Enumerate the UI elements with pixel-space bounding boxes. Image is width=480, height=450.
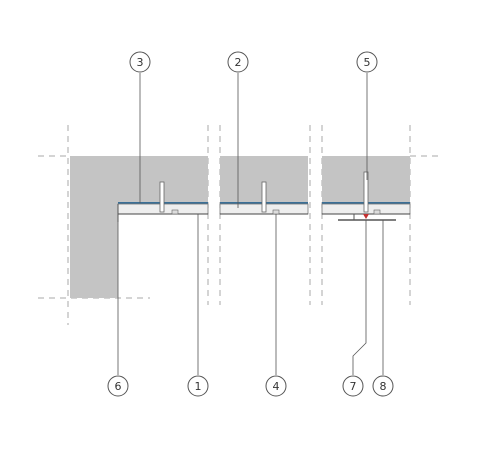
anchor-left: [159, 181, 165, 213]
break-lines: [38, 125, 438, 325]
callout-3: 3: [129, 51, 151, 73]
svg-text:2: 2: [235, 56, 242, 69]
callout-1: 1: [187, 375, 209, 397]
concrete-slab: [70, 156, 410, 298]
anchor-right: [363, 171, 369, 213]
callout-2: 2: [227, 51, 249, 73]
svg-text:5: 5: [364, 56, 371, 69]
callout-6: 6: [107, 375, 129, 397]
svg-text:7: 7: [350, 380, 357, 393]
edge-details: [117, 204, 396, 222]
slab-segment-left: [70, 156, 208, 298]
leader-lines: [117, 73, 384, 375]
anchor-middle: [261, 181, 267, 213]
svg-text:8: 8: [380, 380, 387, 393]
callout-7: 7: [342, 375, 364, 397]
svg-text:3: 3: [137, 56, 144, 69]
svg-text:4: 4: [273, 380, 280, 393]
accent-marker: [363, 214, 369, 219]
anchors: [159, 171, 369, 213]
callout-4: 4: [265, 375, 287, 397]
svg-text:6: 6: [115, 380, 122, 393]
callout-8: 8: [372, 375, 394, 397]
svg-text:1: 1: [195, 380, 202, 393]
callout-5: 5: [356, 51, 378, 73]
